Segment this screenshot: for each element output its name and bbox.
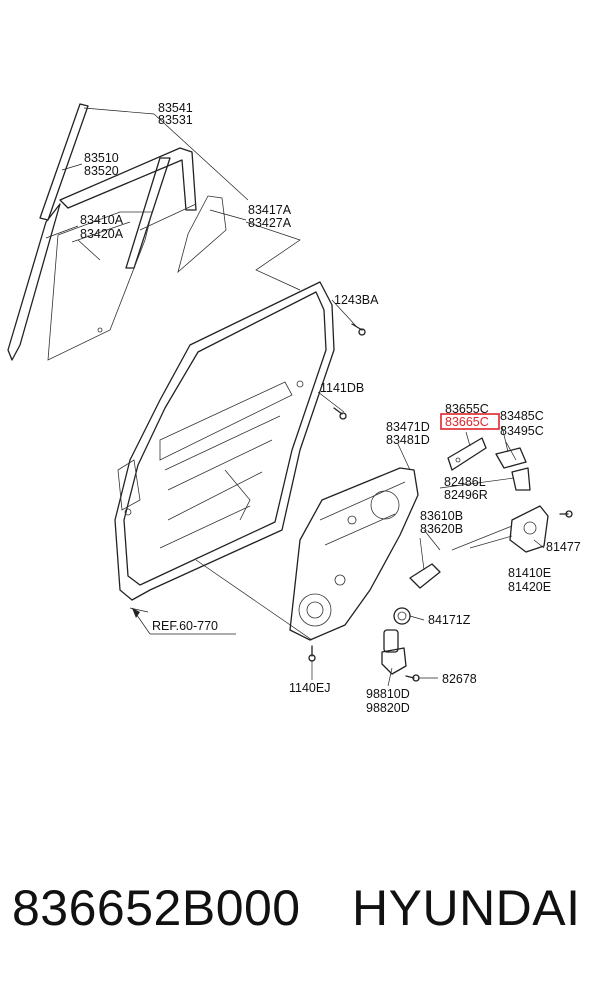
label-83610b: 83610B [420, 509, 463, 523]
grommet-84171z [393, 607, 411, 625]
highlight-box [440, 413, 500, 430]
label-83427a: 83427A [248, 216, 292, 230]
bolt-1141db [333, 407, 347, 420]
label-81477: 81477 [546, 540, 581, 554]
label-83541: 83541 [158, 101, 193, 115]
label-82496r: 82496R [444, 488, 488, 502]
bolt-81477 [559, 510, 573, 518]
label-98820d: 98820D [366, 701, 410, 715]
label-83471d: 83471D [386, 420, 430, 434]
label-83665c: 83665C [445, 415, 489, 429]
label-ref: REF.60-770 [152, 619, 218, 633]
door-handle-cover-83610b [409, 563, 441, 589]
label-84171z: 84171Z [428, 613, 471, 627]
label-82486l: 82486L [444, 475, 486, 489]
leader-lines [45, 107, 545, 687]
inside-handle-83655c [447, 437, 487, 471]
glass-run-channel [7, 103, 197, 361]
label-83420a: 83420A [80, 227, 124, 241]
window-motor [381, 629, 407, 675]
door-module-plate [289, 467, 419, 641]
part-labels: 83541 83531 83510 83520 83410A 83420A 83… [80, 101, 581, 715]
label-83520: 83520 [84, 164, 119, 178]
label-81410e: 81410E [508, 566, 551, 580]
label-83620b: 83620B [420, 522, 463, 536]
part-number: 836652B000 [12, 880, 301, 936]
label-82678: 82678 [442, 672, 477, 686]
label-98810d: 98810D [366, 687, 410, 701]
label-83655c: 83655C [445, 402, 489, 416]
label-1140ej: 1140EJ [289, 681, 330, 695]
label-83481d: 83481D [386, 433, 430, 447]
label-1141db: 1141DB [320, 381, 364, 395]
bolt-1140ej [308, 645, 316, 662]
bolt-1243ba [351, 323, 366, 336]
bolt-82678 [405, 674, 420, 682]
label-83417a: 83417A [248, 203, 292, 217]
brand-name: HYUNDAI [352, 880, 581, 936]
quarter-glass [177, 195, 227, 274]
handle-bracket-82486l [511, 467, 531, 491]
label-83495c: 83495C [500, 424, 544, 438]
inside-handle-cover-83485c [495, 447, 527, 469]
door-panel [114, 281, 335, 601]
ref-arrow [131, 607, 236, 635]
label-83485c: 83485C [500, 409, 544, 423]
label-83410a: 83410A [80, 213, 124, 227]
label-1243ba: 1243BA [334, 293, 379, 307]
door-latch-81410e [451, 505, 549, 553]
label-81420e: 81420E [508, 580, 551, 594]
door-glass [47, 211, 153, 361]
label-83510: 83510 [84, 151, 119, 165]
label-83531: 83531 [158, 113, 193, 127]
